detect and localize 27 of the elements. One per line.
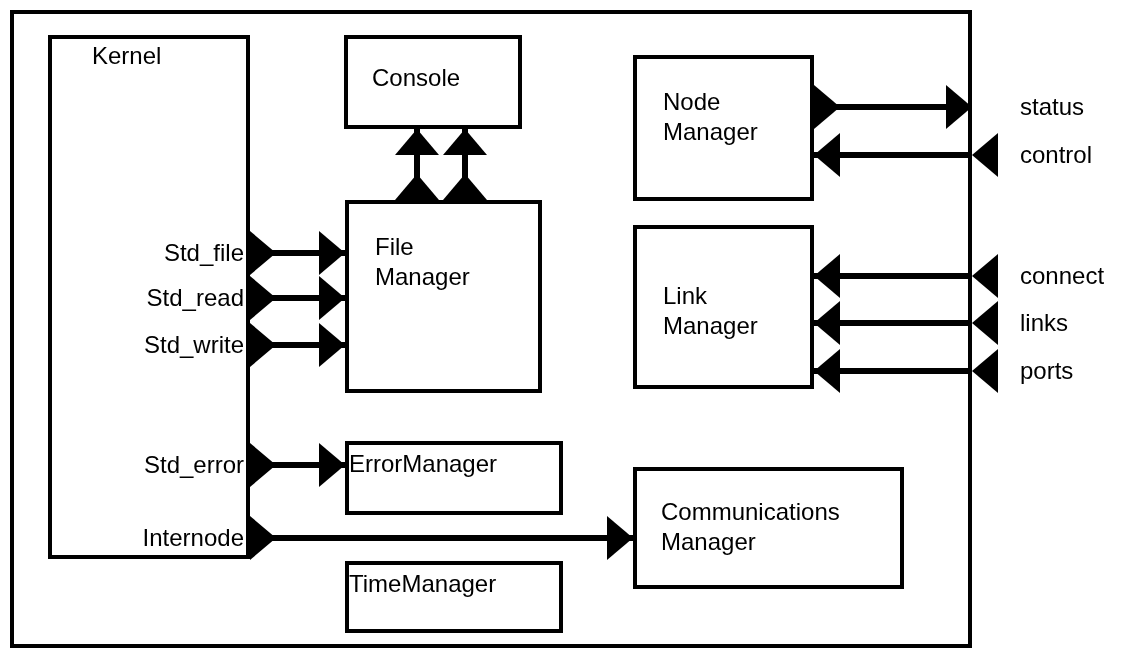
port-label: status xyxy=(1020,92,1085,122)
process-box xyxy=(345,441,563,515)
process-box xyxy=(345,200,542,393)
port-label: links xyxy=(1020,308,1068,338)
port-label: Std_file xyxy=(163,238,244,268)
box-label: Communications Manager xyxy=(661,497,840,557)
kernel-box xyxy=(48,35,250,559)
box-title: Kernel xyxy=(92,41,162,71)
box-label: Link Manager xyxy=(663,281,758,341)
port-label: Std_read xyxy=(146,283,244,313)
box-label: Node Manager xyxy=(663,87,758,147)
port-label: connect xyxy=(1020,261,1105,291)
port-label: control xyxy=(1020,140,1093,170)
port-label: Std_error xyxy=(143,450,244,480)
process-box xyxy=(633,225,814,389)
box-label: ErrorManager xyxy=(349,449,498,479)
process-box xyxy=(345,561,563,633)
port-label: ports xyxy=(1020,356,1074,386)
box-label: Console xyxy=(372,63,461,93)
box-label: File Manager xyxy=(375,232,470,292)
port-label: Std_write xyxy=(143,330,244,360)
system-frame xyxy=(10,10,972,648)
console-box xyxy=(344,35,522,129)
process-box xyxy=(633,55,814,201)
box-label: TimeManager xyxy=(349,569,497,599)
port-label: Internode xyxy=(142,523,244,553)
process-box xyxy=(633,467,904,589)
